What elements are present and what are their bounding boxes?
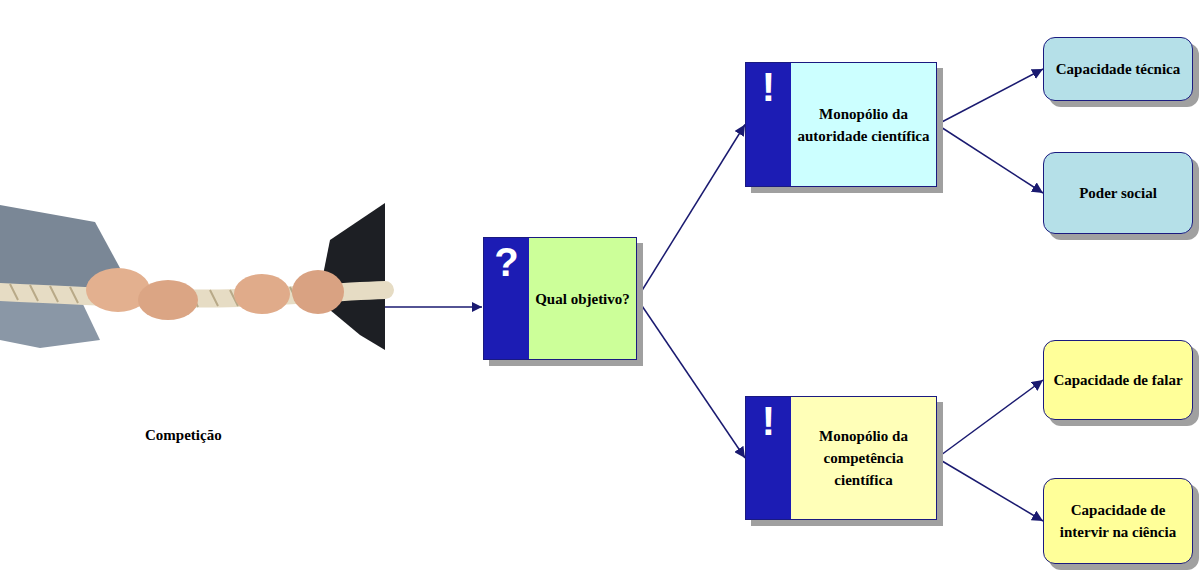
symbol-bar: ! (746, 397, 791, 519)
symbol-glyph: ? (494, 242, 518, 282)
box-label: Poder social (1079, 182, 1157, 204)
connector-arrow (937, 125, 1043, 194)
monopoly-box: ! Monopólio da competência científica (745, 396, 937, 520)
symbol-bar: ! (746, 63, 791, 186)
symbol-bar: ? (484, 238, 529, 359)
capacity-box: Capacidade técnica (1043, 37, 1193, 101)
connector-arrow (937, 69, 1043, 125)
box-label: Capacidade de falar (1053, 369, 1182, 391)
caption-label: Competição (145, 427, 222, 444)
box-label: Monopólio da autoridade científica (797, 103, 930, 147)
connector-arrow (937, 458, 1043, 521)
symbol-glyph: ! (762, 401, 775, 441)
box-label: Capacidade técnica (1056, 58, 1181, 80)
connector-arrow (637, 125, 745, 299)
connector-arrow (637, 299, 745, 459)
box-content: Monopólio da autoridade científica (791, 63, 936, 186)
box-label: Capacidade de intervir na ciência (1050, 499, 1186, 543)
box-label: Monopólio da competência científica (797, 425, 930, 491)
symbol-glyph: ! (762, 67, 775, 107)
connector-arrow (937, 380, 1043, 458)
box-content: Capacidade de falar (1044, 341, 1192, 419)
box-content: Monopólio da competência científica (791, 397, 936, 519)
question-box: ? Qual objetivo? (483, 237, 637, 360)
box-label: Qual objetivo? (535, 288, 630, 310)
hand (292, 270, 344, 314)
capacity-box: Capacidade de intervir na ciência (1043, 478, 1193, 564)
box-content: Qual objetivo? (529, 238, 636, 359)
monopoly-box: ! Monopólio da autoridade científica (745, 62, 937, 187)
capacity-box: Poder social (1043, 152, 1193, 234)
capacity-box: Capacidade de falar (1043, 340, 1193, 420)
leader-arrow (385, 306, 482, 308)
box-content: Poder social (1044, 153, 1192, 233)
hand (138, 280, 198, 320)
hand (234, 274, 290, 314)
box-content: Capacidade de intervir na ciência (1044, 479, 1192, 563)
box-content: Capacidade técnica (1044, 38, 1192, 100)
